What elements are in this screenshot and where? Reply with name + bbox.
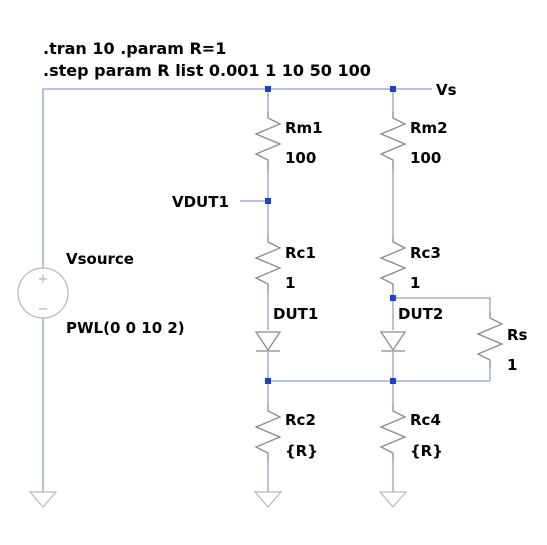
- resistor-rc2[interactable]: [254, 405, 282, 462]
- junction-nodes: [265, 86, 396, 384]
- source-minus-sign: −: [38, 302, 49, 317]
- rc4-value: {R}: [410, 442, 443, 460]
- rc3-value: 1: [410, 274, 420, 292]
- ground-icon: [378, 491, 408, 508]
- net-label-vs[interactable]: Vs: [436, 81, 457, 99]
- rc3-name: Rc3: [410, 244, 441, 262]
- source-value: PWL(0 0 10 2): [66, 319, 185, 337]
- ground-icon: [253, 491, 283, 508]
- resistor-rm2[interactable]: [379, 112, 407, 170]
- rc4-name: Rc4: [410, 411, 441, 429]
- junction-node: [390, 378, 396, 384]
- resistor-rm1[interactable]: [254, 112, 282, 170]
- junction-node: [265, 86, 271, 92]
- wire-top-rail: [42, 88, 432, 268]
- voltage-source[interactable]: + −: [17, 267, 69, 319]
- rs-name: Rs: [507, 326, 528, 344]
- rs-value: 1: [507, 356, 517, 374]
- diode-dut2[interactable]: [379, 331, 407, 352]
- rc2-value: {R}: [285, 442, 318, 460]
- step-directive[interactable]: .step param R list 0.001 1 10 50 100: [43, 61, 371, 80]
- rm2-name: Rm2: [410, 119, 448, 137]
- junction-node: [265, 378, 271, 384]
- dut1-name: DUT1: [273, 305, 318, 323]
- source-plus-sign: +: [38, 272, 49, 287]
- dut2-name: DUT2: [398, 305, 443, 323]
- junction-node: [390, 86, 396, 92]
- diode-dut1[interactable]: [254, 331, 282, 352]
- rc1-name: Rc1: [285, 244, 316, 262]
- resistor-rs[interactable]: [476, 312, 504, 368]
- net-label-vdut1[interactable]: VDUT1: [172, 193, 229, 211]
- rm2-value: 100: [410, 149, 441, 167]
- junction-node: [265, 198, 271, 204]
- resistor-rc3[interactable]: [379, 236, 407, 292]
- wire-rs-top: [393, 297, 491, 312]
- resistor-rc4[interactable]: [379, 405, 407, 462]
- junction-node: [390, 295, 396, 301]
- tran-directive[interactable]: .tran 10 .param R=1: [43, 39, 226, 58]
- rc2-name: Rc2: [285, 411, 316, 429]
- rm1-name: Rm1: [285, 119, 323, 137]
- source-name: Vsource: [66, 250, 134, 268]
- ground-icon: [28, 491, 58, 508]
- rc1-value: 1: [285, 274, 295, 292]
- resistor-rc1[interactable]: [254, 236, 282, 292]
- rm1-value: 100: [285, 149, 316, 167]
